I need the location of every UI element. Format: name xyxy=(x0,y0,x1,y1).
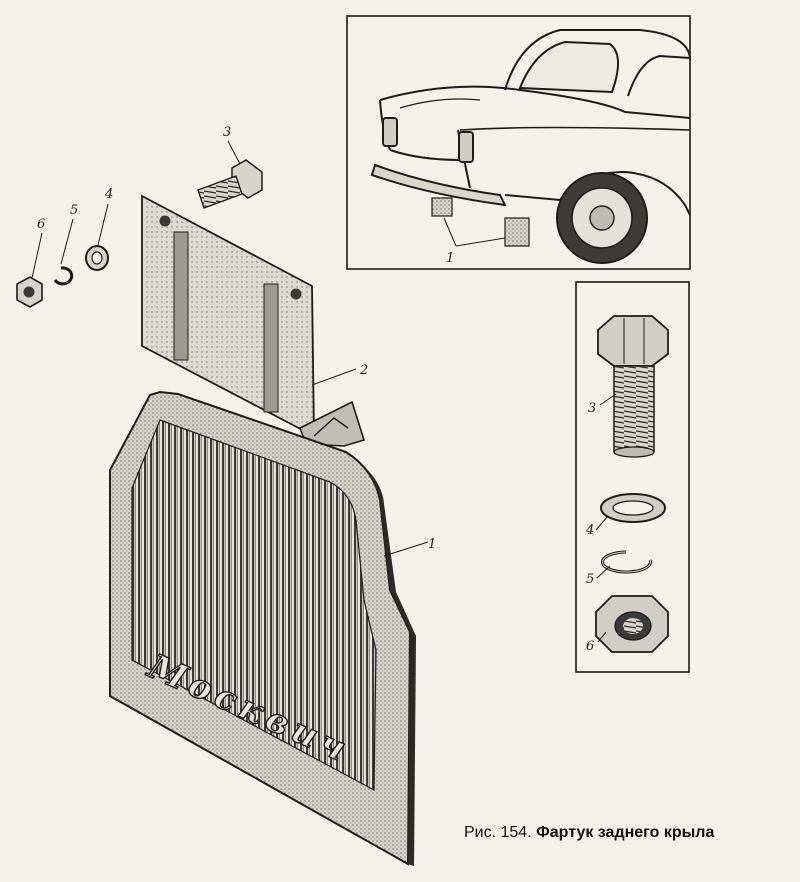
callout-bolt: 3 xyxy=(223,125,231,140)
detail-nut: 6 xyxy=(586,595,669,654)
mudflap-edge xyxy=(346,452,416,866)
car-mudflap-leader-2 xyxy=(455,237,506,247)
callout-detail-spring-washer: 5 xyxy=(586,572,594,587)
mudflap-leader xyxy=(383,541,429,557)
bolt-leader xyxy=(227,140,241,165)
car-mudflap-leader xyxy=(443,217,457,247)
callout-detail-bolt: 3 xyxy=(588,401,596,416)
detail-spring-washer: 5 xyxy=(586,550,652,587)
mudflap-ribs xyxy=(131,419,377,791)
figure-number: Рис. 154. xyxy=(464,824,532,841)
callout-detail-washer: 4 xyxy=(585,523,594,538)
car-mudflap-right xyxy=(504,217,530,247)
bracket-leader xyxy=(311,368,357,386)
spring-washer: 5 xyxy=(53,203,78,286)
figure-caption: Рис. 154. Фартук заднего крыла xyxy=(464,824,714,842)
nut: 6 xyxy=(16,217,45,308)
nut-leader xyxy=(31,232,43,279)
callout-washer: 4 xyxy=(104,187,113,202)
figure-title: Фартук заднего крыла xyxy=(536,824,715,841)
callout-spring-washer: 5 xyxy=(70,203,78,218)
detail-bolt-leader xyxy=(599,393,617,406)
washer: 4 xyxy=(85,187,113,271)
detail-spring-washer-leader xyxy=(596,565,611,579)
washer-leader xyxy=(97,203,109,246)
callout-detail-nut: 6 xyxy=(586,639,594,654)
mudflap: Москвич 1 xyxy=(109,390,436,866)
callout-mudflap: 1 xyxy=(428,537,436,552)
detail-washer-leader xyxy=(595,515,609,531)
car-mudflap-left xyxy=(431,197,453,217)
car-rear-illustration xyxy=(370,29,691,216)
callout-car-mudflap: 1 xyxy=(446,251,454,266)
fastener-detail-inset: 3 4 5 6 xyxy=(575,281,690,673)
bolt: 3 xyxy=(197,125,263,209)
detail-washer: 4 xyxy=(585,493,666,538)
callout-bracket: 2 xyxy=(359,363,368,378)
car-inset: 1 xyxy=(346,15,691,270)
spring-washer-leader xyxy=(60,218,74,265)
bracket: 2 xyxy=(141,194,368,447)
car-rear-wheel xyxy=(556,172,648,264)
callout-nut: 6 xyxy=(37,217,45,232)
detail-nut-leader xyxy=(597,631,607,643)
detail-bolt: 3 xyxy=(588,315,669,458)
